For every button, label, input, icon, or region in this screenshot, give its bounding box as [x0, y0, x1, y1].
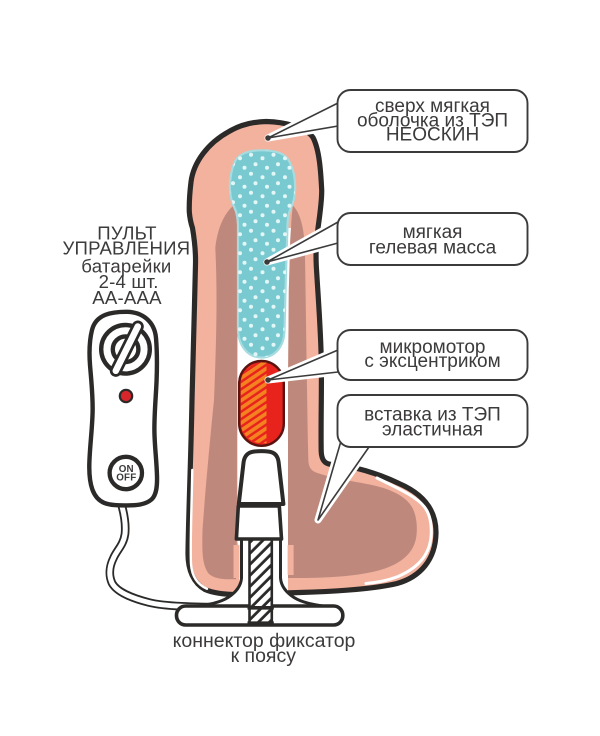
svg-text:микромотор: микромотор	[380, 337, 486, 358]
svg-text:коннектор фиксатор: коннектор фиксатор	[173, 630, 356, 652]
svg-text:АА-ААА: АА-ААА	[92, 287, 162, 308]
svg-text:эластичная: эластичная	[382, 420, 483, 441]
svg-text:оболочка из ТЭП: оболочка из ТЭП	[357, 110, 508, 131]
svg-text:с эксцентриком: с эксцентриком	[364, 351, 500, 372]
svg-text:мягкая: мягкая	[403, 222, 463, 243]
svg-text:к поясу: к поясу	[231, 645, 297, 667]
svg-text:вставка из ТЭП: вставка из ТЭП	[364, 404, 501, 425]
svg-text:ПУЛЬТ: ПУЛЬТ	[97, 223, 156, 244]
svg-text:УПРАВЛЕНИЯ: УПРАВЛЕНИЯ	[63, 237, 191, 258]
svg-text:OFF: OFF	[116, 472, 136, 483]
svg-text:сверх мягкая: сверх мягкая	[375, 96, 490, 117]
svg-text:ON: ON	[119, 464, 134, 475]
svg-text:НЕОСКИН: НЕОСКИН	[386, 125, 479, 146]
svg-text:гелевая масса: гелевая масса	[369, 237, 497, 258]
svg-text:2-4 шт.: 2-4 шт.	[99, 271, 159, 292]
svg-text:батарейки: батарейки	[81, 255, 171, 276]
